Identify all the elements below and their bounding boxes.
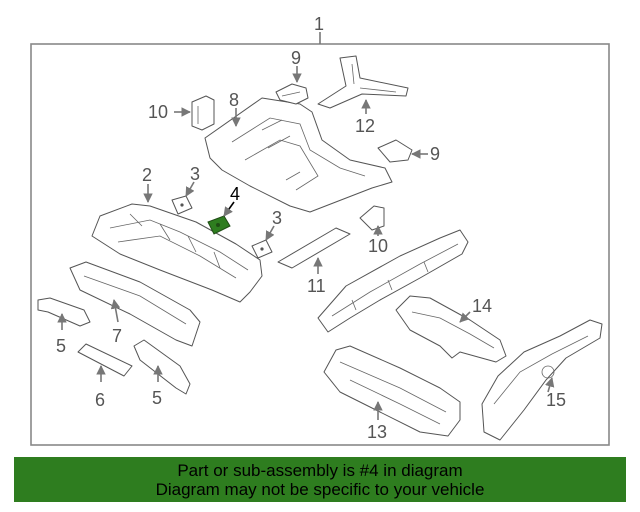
callout-12[interactable]: 12 xyxy=(355,116,375,136)
banner-line-2: Diagram may not be specific to your vehi… xyxy=(155,480,485,499)
callout-6[interactable]: 6 xyxy=(95,390,105,410)
banner-line-1: Part or sub-assembly is #4 in diagram xyxy=(177,461,463,480)
part-13-spare-pan[interactable] xyxy=(323,345,461,437)
callout-14[interactable]: 14 xyxy=(472,296,492,316)
part-2-rear-floor[interactable] xyxy=(91,203,263,303)
callout-13[interactable]: 13 xyxy=(367,422,387,442)
callout-1[interactable]: 1 xyxy=(314,14,324,34)
callout-9-top[interactable]: 9 xyxy=(291,48,301,68)
part-11-panel[interactable] xyxy=(277,227,351,269)
info-banner: Part or sub-assembly is #4 in diagram Di… xyxy=(14,457,626,502)
callout-11[interactable]: 11 xyxy=(307,276,326,296)
part-10-bracket-top[interactable] xyxy=(191,95,215,131)
callout-10-top[interactable]: 10 xyxy=(148,102,168,122)
callout-2[interactable]: 2 xyxy=(142,165,152,185)
callout-15[interactable]: 15 xyxy=(546,390,566,410)
callout-10-mid[interactable]: 10 xyxy=(368,236,388,256)
part-9-bracket-top[interactable] xyxy=(275,83,309,105)
callout-9-right[interactable]: 9 xyxy=(430,144,440,164)
part-9-bracket-right[interactable] xyxy=(377,139,413,163)
part-3-plate-left[interactable] xyxy=(171,195,193,215)
callout-3-right[interactable]: 3 xyxy=(272,208,282,228)
part-3-plate-right[interactable] xyxy=(251,239,273,259)
callout-4[interactable]: 4 xyxy=(230,184,240,204)
callout-3-left[interactable]: 3 xyxy=(190,164,200,184)
part-10-bracket-mid[interactable] xyxy=(359,205,385,231)
parts-diagram: 1 8 9 12 10 9 2 xyxy=(30,14,610,446)
part-15-rail-rear[interactable] xyxy=(481,319,603,441)
part-14-member[interactable] xyxy=(395,295,507,363)
part-4-highlighted[interactable] xyxy=(207,215,231,235)
callout-5-left[interactable]: 5 xyxy=(56,336,66,356)
part-side-rail xyxy=(317,229,469,333)
callout-7[interactable]: 7 xyxy=(112,326,122,346)
callout-8[interactable]: 8 xyxy=(229,90,239,110)
part-5-extension-right[interactable] xyxy=(133,339,191,395)
part-7-rail[interactable] xyxy=(69,261,201,347)
callout-5-right[interactable]: 5 xyxy=(152,388,162,408)
part-12-crossmember[interactable] xyxy=(317,55,409,109)
part-8-floor-pan[interactable] xyxy=(204,97,393,213)
part-6-plate[interactable] xyxy=(77,343,133,377)
part-5-extension-left[interactable] xyxy=(37,297,91,327)
